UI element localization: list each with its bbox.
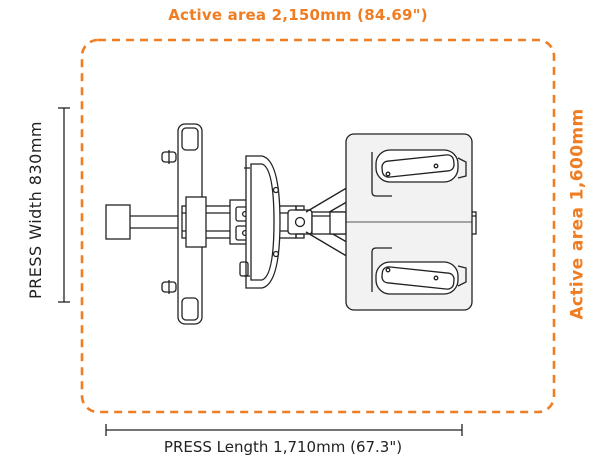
upper-handle bbox=[371, 149, 467, 197]
active-area-width-label: Active area 2,150mm (84.69") bbox=[168, 6, 428, 24]
lower-handle bbox=[371, 247, 467, 295]
press-width-label: PRESS Width 830mm bbox=[26, 120, 45, 300]
active-area-height-label: Active area 1,600mm bbox=[567, 108, 588, 320]
active-area-boundary bbox=[80, 38, 556, 414]
press-length-dimension bbox=[105, 424, 463, 436]
press-width-dimension bbox=[58, 107, 70, 303]
press-machine bbox=[105, 123, 477, 325]
press-length-label: PRESS Length 1,710mm (67.3") bbox=[163, 438, 403, 456]
seat bbox=[239, 155, 281, 289]
weight-horn bbox=[105, 204, 131, 240]
